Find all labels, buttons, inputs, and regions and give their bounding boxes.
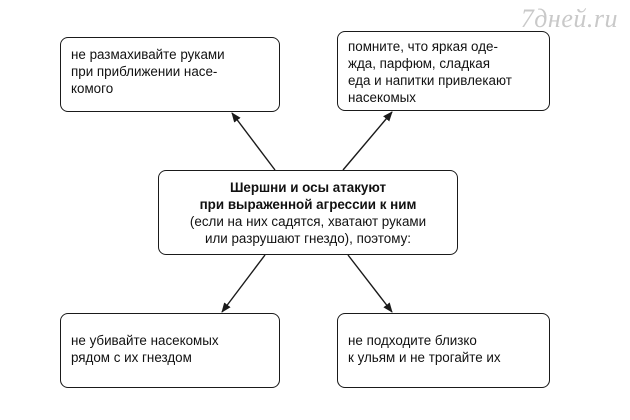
advice-box-top-left: не размахивайте руками при приближении н…: [60, 37, 280, 112]
advice-text-line: рядом с их гнездом: [71, 350, 192, 365]
advice-text-line: не убивайте насекомых: [71, 333, 219, 348]
advice-text-line: к ульям и не трогайте их: [348, 350, 501, 365]
advice-box-bottom-left: не убивайте насекомых рядом с их гнездом: [60, 313, 280, 388]
central-title-line: при выраженной агрессии к ним: [199, 197, 417, 212]
arrow-to-top-right: [342, 111, 393, 171]
advice-text-line: помните, что яркая оде-: [348, 39, 498, 54]
advice-text-line: жда, парфюм, сладкая: [348, 56, 490, 71]
central-subtitle-line: или разрушают гнездо), поэтому:: [204, 231, 412, 246]
central-statement-box: Шершни и осы атакуют при выраженной агре…: [158, 170, 458, 255]
advice-text-line: не подходите близко: [348, 333, 477, 348]
advice-text-line: комого: [71, 81, 114, 96]
watermark-logo: 7дней.ru: [520, 4, 618, 33]
central-subtitle-line: (если на них садятся, хватают руками: [189, 214, 427, 229]
advice-text-line: при приближении насе-: [71, 64, 218, 79]
arrow-to-bottom-left: [221, 254, 266, 313]
advice-box-top-right: помните, что яркая оде- жда, парфюм, сла…: [337, 31, 550, 111]
arrow-to-bottom-right: [347, 254, 393, 313]
advice-text-line: насекомых: [348, 90, 416, 105]
advice-box-bottom-right: не подходите близко к ульям и не трогайт…: [337, 313, 550, 388]
arrow-to-top-left: [231, 112, 276, 171]
advice-text-line: не размахивайте руками: [71, 47, 225, 62]
advice-text-line: еда и напитки привлекают: [348, 73, 512, 88]
central-title-line: Шершни и осы атакуют: [229, 180, 387, 195]
